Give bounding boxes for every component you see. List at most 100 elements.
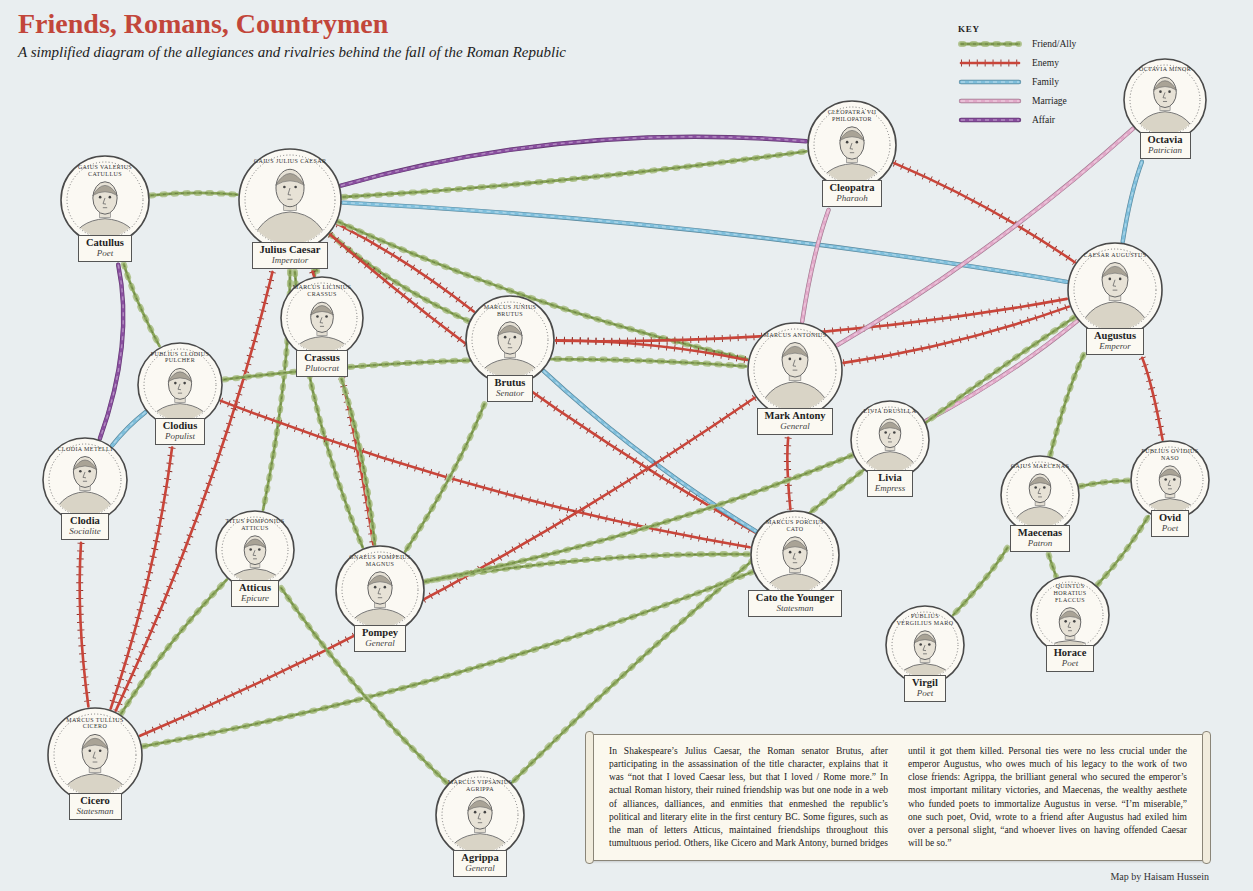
coin-hair	[914, 634, 936, 643]
coin-hair	[879, 422, 901, 431]
legend-row: Family	[958, 72, 1076, 91]
coin-inscription: LIVIA DRUSILLA	[860, 408, 920, 415]
legend-row: Enemy	[958, 53, 1076, 72]
relationship-vine	[787, 438, 790, 510]
coin-rim	[138, 343, 222, 427]
vine-thorns	[1142, 358, 1162, 440]
coin-mouth	[178, 393, 182, 394]
coin-eye	[79, 470, 82, 473]
coin-hair	[368, 575, 393, 585]
rope-edge	[961, 117, 1019, 121]
person-name: Maecenas	[1018, 527, 1062, 539]
coin-inscription: CLEOPATRA VII PHILOPATOR	[818, 109, 886, 123]
inscription-box: QUINTUS HORATIUS FLACCUS	[1040, 583, 1100, 604]
coin-rim	[1001, 456, 1079, 534]
inscription-box: GAIUS MAECENAS	[1010, 463, 1070, 470]
relationship-vine	[953, 548, 1007, 615]
coin-hair	[82, 738, 108, 749]
vine-leaves	[961, 41, 1019, 47]
coin-rim	[336, 546, 424, 634]
name-ribbon: AugustusEmperor	[1086, 328, 1144, 355]
vine-twist	[1049, 554, 1056, 576]
coin-eye	[1109, 278, 1112, 281]
coin-eye	[514, 336, 517, 339]
person-role: Empress	[875, 484, 906, 494]
coin-inscription: MARCUS ANTONIUS	[759, 332, 831, 339]
vine-stem	[342, 379, 375, 544]
coin-eye	[799, 358, 802, 361]
coin-head	[1059, 608, 1081, 637]
coin-eye	[1073, 620, 1076, 623]
coin-mouth	[103, 207, 107, 208]
coin-eye	[928, 643, 931, 646]
person-name: Julius Caesar	[260, 244, 321, 256]
coin-eye	[1119, 278, 1122, 281]
relationship-vine	[342, 379, 375, 544]
person-name: Atticus	[239, 582, 271, 594]
coin-eye	[384, 586, 387, 589]
person-name: Brutus	[495, 377, 526, 389]
name-ribbon: CiceroStatesman	[69, 793, 122, 820]
coin-nose	[888, 433, 891, 438]
coin-portrait	[248, 169, 331, 252]
vine-stem	[961, 61, 1019, 64]
coin-rim	[1131, 441, 1209, 519]
coin-eye	[1173, 478, 1176, 481]
rope-twist	[544, 371, 756, 531]
vine-twist	[961, 43, 1019, 44]
vine-stem	[140, 398, 755, 736]
coin-node: QUINTUS HORATIUS FLACCUSHoracePoet	[1030, 575, 1110, 672]
coin-rim	[751, 511, 839, 599]
rope-edge	[112, 412, 145, 445]
coin-eye	[1168, 90, 1171, 93]
person-role: Senator	[495, 389, 526, 399]
vine-leaves	[1049, 554, 1056, 576]
coin-head	[82, 734, 108, 769]
rope-edge	[544, 371, 756, 531]
coin-eye	[325, 315, 328, 318]
relationship-vine	[343, 151, 807, 197]
person-name: Pompey	[362, 627, 398, 639]
vine-twist	[151, 193, 238, 195]
coin-mouth	[83, 481, 87, 482]
coin-head	[1102, 262, 1128, 297]
relationship-vine	[116, 272, 273, 711]
coin-nose	[178, 384, 181, 390]
coin-head	[1159, 466, 1181, 495]
legend-swatch	[958, 95, 1022, 107]
coin-rim	[1124, 59, 1206, 141]
relationship-vine	[140, 398, 755, 736]
coin-mouth	[378, 597, 382, 598]
person-role: Pharaoh	[830, 194, 875, 204]
vine-leaves	[1098, 516, 1149, 585]
coin-eye	[283, 186, 286, 189]
coin-rim	[61, 156, 149, 244]
relationship-vine	[121, 580, 227, 714]
coin-nose	[320, 317, 323, 323]
vine-stem	[281, 588, 447, 783]
relationship-vine	[330, 235, 755, 533]
coin-eye	[856, 141, 859, 144]
coin-eye	[1034, 486, 1037, 489]
coin-nose	[923, 645, 926, 650]
rope-edge	[961, 98, 1019, 102]
coin-eye	[316, 315, 319, 318]
coin-eye	[789, 551, 792, 554]
coin-rim	[886, 606, 964, 684]
coin-eye	[1064, 620, 1067, 623]
coin-eye	[183, 382, 186, 385]
coin-mouth	[1068, 630, 1072, 631]
inscription-box: MARCUS JUNIUS BRUTUS	[476, 304, 544, 318]
name-ribbon: AgrippaGeneral	[453, 850, 506, 877]
vine-twist	[121, 580, 227, 714]
person-role: Statesman	[756, 604, 834, 614]
vine-leaves	[342, 379, 375, 544]
coin-portrait	[757, 342, 834, 418]
person-role: Poet	[86, 249, 124, 259]
name-ribbon: CatullusPoet	[78, 235, 132, 262]
relationship-vine	[405, 404, 484, 551]
relationship-vine	[100, 265, 123, 439]
coin-eye	[258, 548, 261, 551]
rope-twist	[802, 210, 828, 322]
person-role: Imperator	[260, 256, 321, 266]
